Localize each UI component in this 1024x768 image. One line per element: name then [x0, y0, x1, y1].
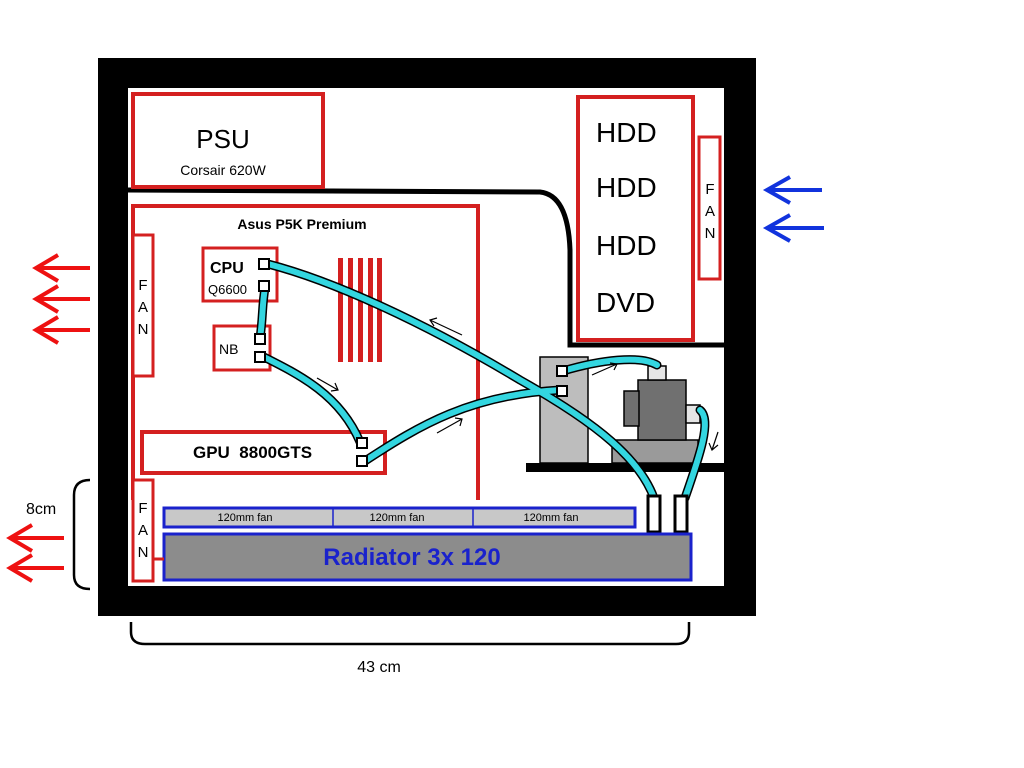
gpu-card: [140, 430, 387, 475]
drive-bay-2: HDD: [596, 172, 657, 203]
exhaust-arrow-1: [32, 253, 90, 283]
width-dimension-label: 43 cm: [357, 659, 401, 676]
cpu-label: CPU: [210, 260, 244, 277]
fittings: [254, 258, 568, 467]
psu-label: PSU: [196, 124, 249, 154]
radiator-label: Radiator 3x 120: [323, 544, 500, 571]
drive-bay-3: HDD: [596, 230, 657, 261]
radiator-fan-row: [162, 506, 637, 529]
rear-fan-bottom-letter-a: A: [138, 522, 148, 539]
rear-fan-bottom: [131, 478, 155, 583]
height-dimension-label: 8cm: [26, 501, 56, 518]
rear-fan-top-letter-f: F: [138, 277, 147, 294]
psu-box: [131, 92, 325, 189]
height-bracket: [72, 478, 91, 591]
exhaust-arrow-3: [32, 315, 90, 345]
exhaust-arrow-2: [32, 284, 90, 314]
radiator-outlet: [673, 494, 689, 534]
drive-cage: [576, 95, 695, 342]
drive-bay-4: DVD: [596, 287, 655, 318]
rear-fan-top-letter-n: N: [138, 321, 149, 338]
gpu-label: GPU 8800GTS: [193, 443, 312, 462]
radiator: [162, 532, 693, 582]
drive-bay-1: HDD: [596, 117, 657, 148]
width-bracket: [129, 622, 691, 646]
flow-arrows: [316, 317, 719, 451]
front-fan: [697, 135, 722, 281]
front-fan-letter-a: A: [705, 203, 715, 220]
rear-fan-bottom-letter-f: F: [138, 500, 147, 517]
intake-arrow-top: [762, 175, 822, 205]
radiator-fan-1: 120mm fan: [217, 512, 272, 524]
radiator-fan-3: 120mm fan: [523, 512, 578, 524]
psu-shelf: [127, 187, 724, 348]
psu-model: Corsair 620W: [180, 162, 266, 178]
front-fan-letter-f: F: [705, 181, 714, 198]
rear-fan-top-letter-a: A: [138, 299, 148, 316]
pump-shelf: [526, 463, 724, 472]
coolant-tubes: [255, 259, 710, 503]
motherboard-label: Asus P5K Premium: [237, 216, 366, 232]
cpu-model: Q6600: [208, 282, 247, 297]
radiator-inlet: [646, 494, 662, 534]
exhaust-arrow-4: [6, 523, 64, 553]
rear-fan-top: [131, 233, 155, 378]
exhaust-arrow-5: [6, 553, 64, 583]
intake-arrow-bottom: [762, 213, 824, 243]
front-fan-letter-n: N: [705, 225, 716, 242]
radiator-fan-2: 120mm fan: [369, 512, 424, 524]
rear-fan-bottom-letter-n: N: [138, 544, 149, 561]
northbridge-label: NB: [219, 341, 238, 357]
